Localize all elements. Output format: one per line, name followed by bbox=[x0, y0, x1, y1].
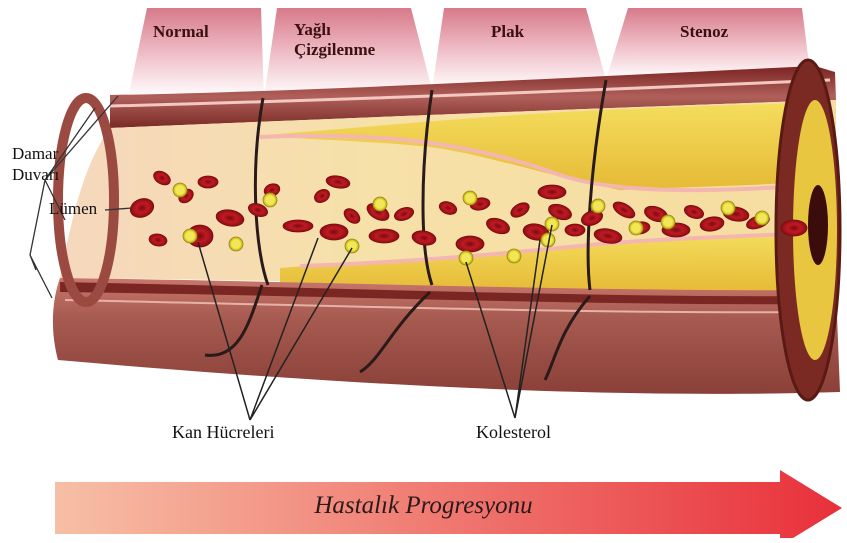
cholesterol-particle bbox=[263, 193, 277, 207]
stage-label-fatty-streak-line2: Çizgilenme bbox=[294, 40, 375, 60]
stage-label-fatty-streak-line1: Yağlı bbox=[294, 20, 375, 40]
cholesterol-particle bbox=[345, 239, 359, 253]
cholesterol-particle bbox=[661, 215, 675, 229]
cholesterol-particle bbox=[173, 183, 187, 197]
cholesterol-particle bbox=[721, 201, 735, 215]
vessel-end-lumen bbox=[808, 185, 828, 265]
red-blood-cell bbox=[283, 220, 313, 232]
red-blood-cell bbox=[456, 236, 484, 252]
red-blood-cell bbox=[320, 224, 348, 240]
cholesterol-label: Kolesterol bbox=[476, 422, 551, 443]
red-blood-cell bbox=[538, 185, 566, 199]
vessel-wall-label-line1: Damar bbox=[12, 143, 59, 164]
red-blood-cell bbox=[565, 224, 585, 236]
cholesterol-particle bbox=[463, 191, 477, 205]
cholesterol-particle bbox=[373, 197, 387, 211]
cholesterol-particle bbox=[507, 249, 521, 263]
cholesterol-particle bbox=[629, 221, 643, 235]
blood-cells-label: Kan Hücreleri bbox=[172, 422, 274, 443]
cholesterol-particle bbox=[755, 211, 769, 225]
red-blood-cell bbox=[198, 176, 218, 188]
stage-label-normal: Normal bbox=[153, 22, 209, 42]
lumen-label: Lümen bbox=[49, 198, 97, 219]
cholesterol-particle bbox=[229, 237, 243, 251]
vessel-wall-label-line2: Duvarı bbox=[12, 164, 59, 185]
cholesterol-particle bbox=[591, 199, 605, 213]
cholesterol-particle bbox=[183, 229, 197, 243]
disease-progression-label: Hastalık Progresyonu bbox=[0, 492, 847, 520]
stage-label-fatty-streak: Yağlı Çizgilenme bbox=[294, 20, 375, 60]
red-blood-cell bbox=[781, 220, 807, 236]
stage-label-stenosis: Stenoz bbox=[680, 22, 728, 42]
vessel-wall-label: Damar Duvarı bbox=[12, 143, 59, 185]
stage-label-plaque: Plak bbox=[491, 22, 524, 42]
red-blood-cell bbox=[369, 229, 399, 243]
